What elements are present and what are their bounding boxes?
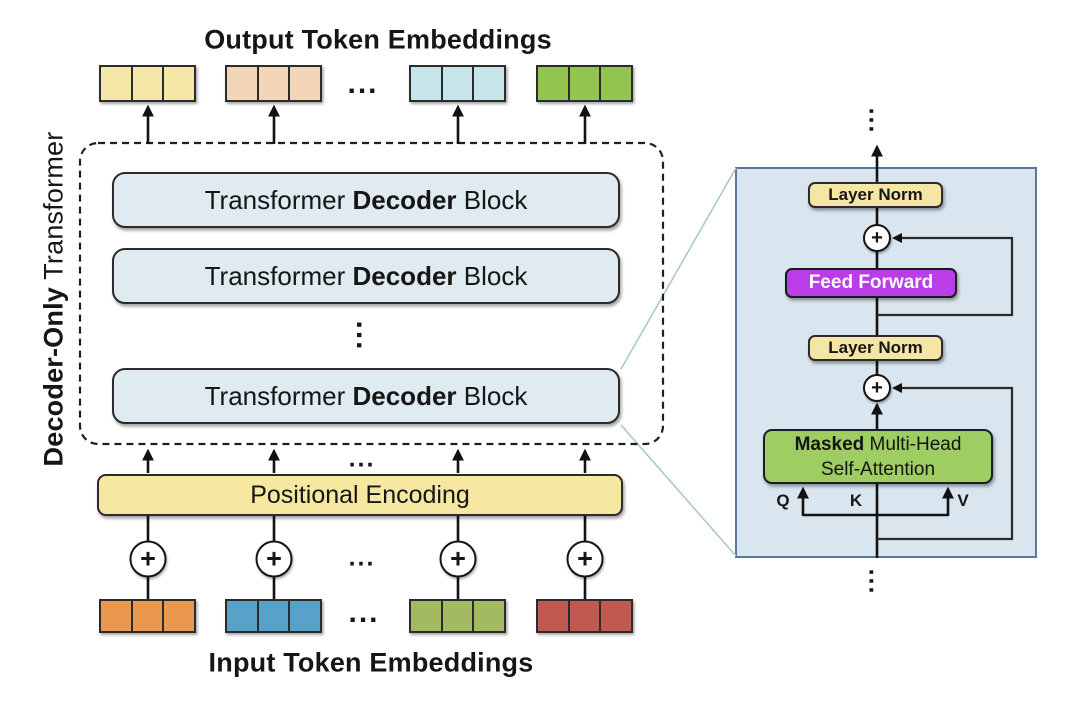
zoom-indicator-line-bottom — [620, 424, 737, 557]
embedding-cell — [288, 601, 320, 631]
embedding-cell — [440, 67, 473, 100]
embedding-cell — [472, 601, 504, 631]
block-label: Transformer Decoder Block — [204, 184, 528, 215]
side-label-decoder-only-transformer: Decoder-Only Transformer — [39, 132, 70, 467]
positional-encoding-bar: Positional Encoding — [97, 474, 623, 516]
output-token-embedding-3 — [409, 65, 506, 102]
embedding-cell — [599, 67, 631, 100]
add-row-ellipsis: ... — [348, 543, 376, 572]
embedding-cell — [538, 67, 568, 100]
output-token-embedding-1 — [99, 65, 196, 102]
embedding-cell — [440, 601, 473, 631]
output-token-embedding-2 — [225, 65, 322, 102]
block-label: Transformer Decoder Block — [204, 260, 528, 291]
embedding-cell — [538, 601, 568, 631]
embedding-cell — [256, 67, 289, 100]
attention-line2: Self-Attention — [820, 458, 936, 480]
embedding-cell — [472, 67, 504, 100]
embedding-cell — [599, 601, 631, 631]
embedding-cell — [411, 67, 441, 100]
side-label-bold: Decoder-Only — [38, 286, 69, 467]
add-icon: + — [129, 540, 167, 578]
add-icon: + — [863, 224, 891, 252]
output-token-embedding-4 — [536, 65, 633, 102]
input-token-embedding-1 — [99, 599, 196, 633]
embedding-cell — [256, 601, 289, 631]
zoom-indicator-line-top — [620, 167, 737, 370]
embedding-cell — [567, 601, 600, 631]
embedding-cell — [162, 67, 194, 100]
embedding-cell — [227, 67, 257, 100]
transformer-decoder-block-1: Transformer Decoder Block — [112, 172, 620, 228]
input-ellipsis: ... — [348, 596, 380, 629]
detail-top-ellipsis: ... — [863, 107, 892, 135]
add-icon: + — [863, 374, 891, 402]
add-icon: + — [439, 540, 477, 578]
input-token-embedding-3 — [409, 599, 506, 633]
embedding-cell — [101, 601, 131, 631]
embedding-cell — [567, 67, 600, 100]
input-token-embedding-2 — [225, 599, 322, 633]
embedding-cell — [130, 601, 163, 631]
q-label: Q — [776, 491, 790, 510]
embedding-cell — [130, 67, 163, 100]
layer-norm-top: Layer Norm — [808, 182, 943, 208]
embedding-cell — [288, 67, 320, 100]
input-token-embedding-4 — [536, 599, 633, 633]
input-title: Input Token Embeddings — [208, 647, 534, 678]
encoding-arrows-ellipsis: ... — [348, 444, 376, 473]
k-label: K — [849, 491, 863, 510]
add-icon: + — [566, 540, 604, 578]
block-label: Transformer Decoder Block — [204, 380, 528, 411]
layer-norm-bottom: Layer Norm — [808, 335, 943, 361]
transformer-decoder-block-2: Transformer Decoder Block — [112, 248, 620, 304]
v-label: V — [957, 491, 969, 510]
feed-forward-box: Feed Forward — [785, 268, 957, 298]
embedding-cell — [227, 601, 257, 631]
embedding-cell — [411, 601, 441, 631]
embedding-cell — [162, 601, 194, 631]
stacked-blocks-ellipsis: ... — [350, 320, 383, 352]
output-ellipsis: ... — [347, 67, 379, 100]
embedding-cell — [101, 67, 131, 100]
add-icon: + — [255, 540, 293, 578]
output-title: Output Token Embeddings — [204, 24, 552, 55]
attention-line1: Masked Multi-Head — [794, 433, 962, 455]
positional-encoding-label: Positional Encoding — [250, 480, 470, 509]
side-label-rest: Transformer — [38, 131, 69, 287]
transformer-decoder-block-3: Transformer Decoder Block — [112, 368, 620, 424]
masked-multi-head-self-attention-box: Masked Multi-Head Self-Attention — [763, 429, 993, 484]
detail-bottom-ellipsis: ... — [863, 568, 892, 596]
